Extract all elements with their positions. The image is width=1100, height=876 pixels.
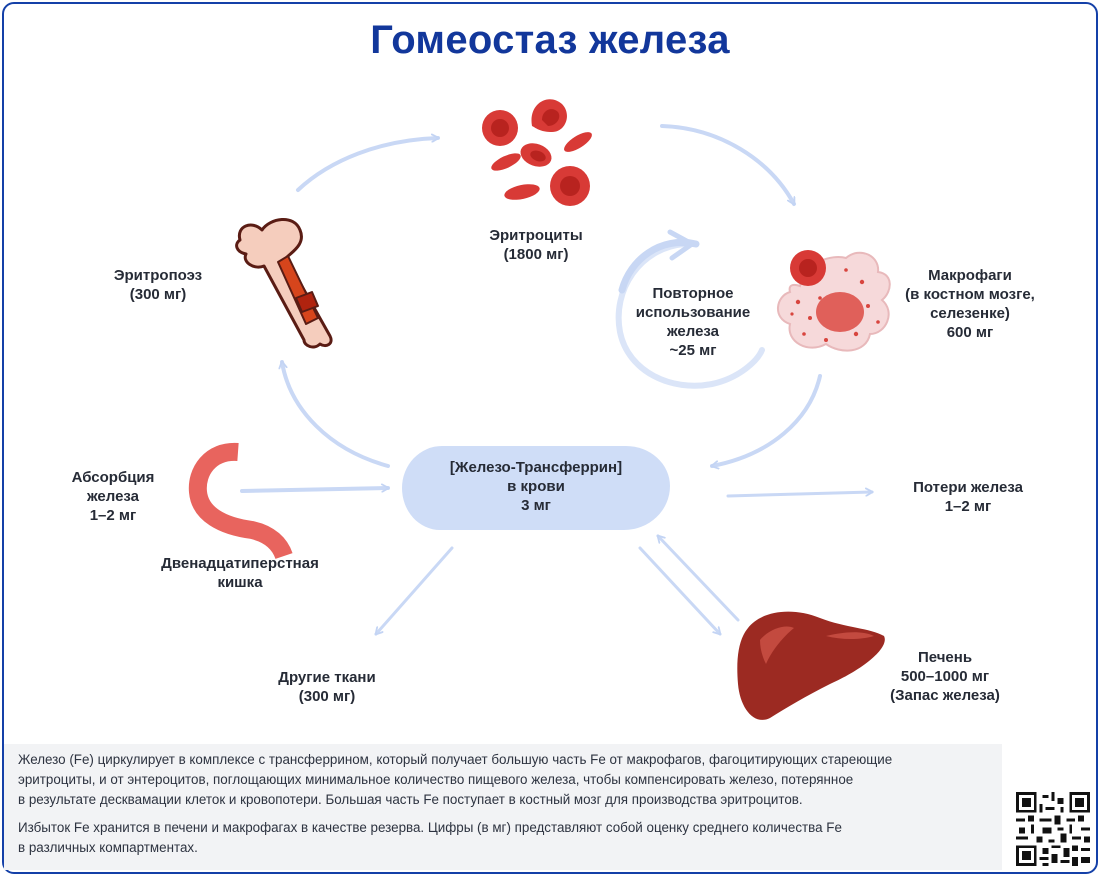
other-tissues-label: Другие ткани (300 мг) — [262, 668, 392, 706]
other-tissues-value: (300 мг) — [298, 688, 356, 705]
footnote-panel: Железо (Fe) циркулирует в комплексе с тр… — [4, 744, 1002, 870]
recycling-line-3: железа — [666, 323, 720, 340]
arrow-transferrin-to-other-tissues — [374, 546, 454, 636]
footnote-p2-line-1: Избыток Fe хранится в печени и макрофага… — [18, 820, 842, 835]
absorption-label: Абсорбция железа 1–2 мг — [58, 468, 168, 525]
liver-icon — [737, 611, 885, 720]
footnote-p1-line-1: Железо (Fe) циркулирует в комплексе с тр… — [18, 752, 893, 767]
footnote-paragraph-1: Железо (Fe) циркулирует в комплексе с тр… — [18, 750, 988, 810]
recycling-line-2: использование — [635, 304, 751, 321]
erythropoiesis-name: Эритропоэз — [113, 267, 203, 284]
macrophages-value: 600 мг — [946, 324, 994, 341]
losses-name: Потери железа — [913, 479, 1023, 496]
absorption-value: 1–2 мг — [89, 507, 137, 524]
footnote-p2-line-2: в различных компартментах. — [18, 840, 198, 855]
arrow-transferrin-to-losses — [726, 492, 872, 498]
footnote-p1-line-3: в результате десквамации клеток и кровоп… — [18, 792, 803, 807]
other-tissues-name: Другие ткани — [278, 669, 376, 686]
arrow-rbc-to-macrophages — [660, 124, 796, 206]
erythrocytes-name: Эритроциты — [489, 227, 583, 244]
arrow-absorption-to-transferrin — [240, 488, 390, 493]
duodenum-label: Двенадцатиперстная кишка — [150, 554, 330, 592]
qr-code-icon[interactable] — [1016, 792, 1090, 866]
recycling-label: Повторное использование железа ~25 мг — [628, 284, 758, 360]
arrow-liver-to-transferrin — [656, 534, 740, 622]
absorption-line-2: железа — [86, 488, 140, 505]
transferrin-value: 3 мг — [521, 497, 551, 514]
macrophages-detail-2: селезенке) — [930, 305, 1010, 322]
macrophages-detail-1: (в костном мозге, — [905, 286, 1035, 303]
losses-value: 1–2 мг — [944, 498, 992, 515]
transferrin-line-2: в крови — [507, 478, 565, 495]
absorption-line-1: Абсорбция — [71, 469, 155, 486]
erythrocytes-value: (1800 мг) — [503, 246, 569, 263]
macrophage-icon — [777, 250, 891, 352]
footnote-paragraph-2: Избыток Fe хранится в печени и макрофага… — [18, 818, 988, 858]
liver-note: (Запас железа) — [890, 687, 1000, 704]
liver-value: 500–1000 мг — [900, 668, 990, 685]
transferrin-pool — [402, 446, 670, 530]
arrow-macrophages-to-transferrin — [710, 374, 822, 466]
macrophages-label: Макрофаги (в костном мозге, селезенке) 6… — [890, 266, 1050, 342]
duodenum-icon — [188, 442, 293, 560]
losses-label: Потери железа 1–2 мг — [898, 478, 1038, 516]
arrow-erythropoiesis-to-rbc — [296, 138, 440, 192]
liver-label: Печень 500–1000 мг (Запас железа) — [880, 648, 1010, 705]
recycling-cycle-icon — [615, 229, 765, 389]
footnote-p1-line-2: эритроциты, и от энтероцитов, поглощающи… — [18, 772, 854, 787]
duodenum-line-1: Двенадцатиперстная — [161, 555, 319, 572]
recycling-value: ~25 мг — [669, 342, 717, 359]
erythropoiesis-label: Эритропоэз (300 мг) — [98, 266, 218, 304]
red-blood-cells-icon — [482, 99, 592, 206]
duodenum-line-2: кишка — [217, 574, 263, 591]
page-title: Гомеостаз железа — [370, 18, 730, 62]
transferrin-label: [Железо-Трансферрин] в крови 3 мг — [402, 458, 670, 515]
transferrin-line-1: [Железо-Трансферрин] — [449, 459, 623, 476]
erythrocytes-label: Эритроциты (1800 мг) — [486, 226, 586, 264]
arrow-transferrin-to-erythropoiesis — [282, 360, 390, 468]
macrophages-name: Макрофаги — [928, 267, 1012, 284]
liver-name: Печень — [917, 649, 973, 666]
erythropoiesis-value: (300 мг) — [129, 286, 187, 303]
arrow-transferrin-to-liver — [638, 546, 722, 636]
recycling-line-1: Повторное — [652, 285, 734, 302]
bone-marrow-icon — [235, 218, 333, 349]
